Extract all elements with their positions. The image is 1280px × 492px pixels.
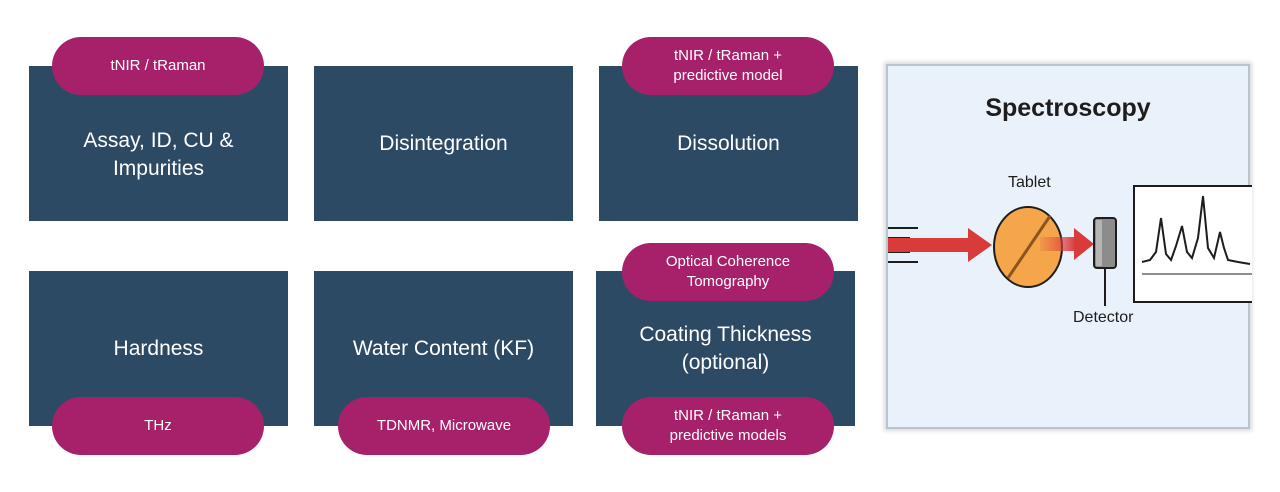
spectroscopy-illustration (888, 185, 1252, 306)
coating-top-method-pill: Optical Coherence Tomography (622, 243, 834, 301)
disintegration-box: Disintegration (314, 66, 573, 221)
incoming-light-arrow (888, 228, 992, 262)
spectroscopy-panel: Spectroscopy (886, 64, 1252, 429)
tablet-label: Tablet (1008, 174, 1051, 191)
water-content-method-pill: TDNMR, Microwave (338, 397, 550, 455)
hardness-method-pill: THz (52, 397, 264, 455)
transmitted-light-arrow (1040, 228, 1094, 260)
detector-icon (1093, 217, 1117, 306)
coating-bottom-method-pill: tNIR / tRaman + predictive models (622, 397, 834, 455)
spectroscopy-title: Spectroscopy (985, 94, 1151, 122)
dissolution-method-pill: tNIR / tRaman + predictive model (622, 37, 834, 95)
detector-label: Detector (1073, 309, 1134, 326)
spectrum-display-icon (1133, 185, 1252, 303)
assay-method-pill: tNIR / tRaman (52, 37, 264, 95)
